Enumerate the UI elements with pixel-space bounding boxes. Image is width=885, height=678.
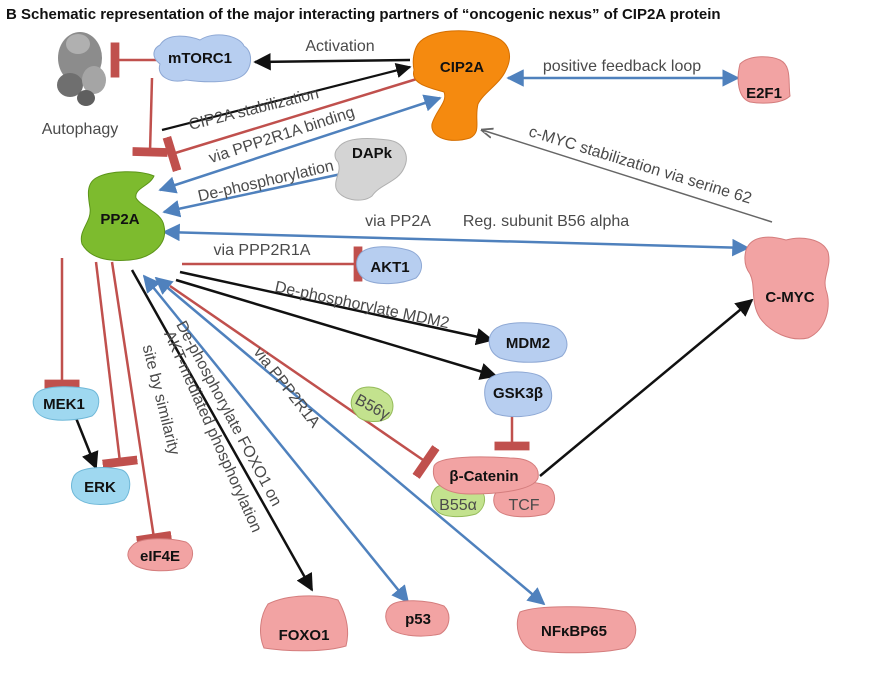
edge-pp2a-nfkb — [154, 276, 546, 606]
mek1-label: MEK1 — [43, 396, 85, 413]
foxo1-label: FOXO1 — [279, 627, 330, 644]
cip2a-label: CIP2A — [440, 59, 484, 76]
edge-pp2a-dephos-dapk — [162, 164, 362, 218]
edge-pp2a-cmyc — [162, 223, 750, 257]
b56g-node — [350, 386, 394, 422]
edge-mtorc1-inhibits-pp2a — [132, 77, 168, 157]
reg-subunit-label: Reg. subunit B56 alpha — [463, 213, 629, 230]
cip2a-node — [412, 30, 510, 141]
activation-label: Activation — [305, 38, 374, 55]
akt1-label: AKT1 — [370, 259, 409, 276]
pp2a-label: PP2A — [100, 211, 139, 228]
via-ppp2r1a-akt-label: via PPP2R1A — [214, 242, 311, 259]
autophagy-node — [57, 32, 106, 106]
erk-node — [71, 467, 131, 505]
eif4e-node — [127, 538, 193, 572]
via-pp2a-label: via PP2A — [365, 213, 431, 230]
edge-pp2a-inhibits-erk — [94, 261, 138, 469]
gsk3b-label: GSK3β — [493, 385, 543, 402]
edge-cip2a-activates-mtorc1 — [253, 53, 411, 71]
gsk3b-node — [484, 371, 553, 418]
edge-bcatenin-activates-cmyc — [539, 298, 754, 477]
mdm2-label: MDM2 — [506, 335, 550, 352]
edge-cmyc-stabilization — [482, 130, 773, 223]
edge-mek1-activates-erk — [74, 417, 99, 470]
nfkb-label: NFκBP65 — [541, 623, 607, 640]
bcatenin-node — [432, 456, 539, 495]
mek1-node — [32, 386, 100, 421]
foxo1-node — [260, 595, 349, 652]
erk-label: ERK — [84, 479, 116, 496]
akt1-node — [356, 246, 423, 285]
cmyc-node — [744, 236, 830, 340]
dapk-node — [334, 137, 407, 201]
autophagy-label: Autophagy — [42, 121, 119, 138]
e2f1-label: E2F1 — [746, 85, 782, 102]
cmyc-stabilization-label: c-MYC stabilization via serine 62 — [527, 123, 754, 207]
mdm2-node — [488, 322, 568, 363]
mtorc1-node — [153, 34, 251, 83]
nfkb-node — [516, 606, 637, 654]
pp2a-node — [80, 171, 166, 261]
p53-node — [385, 600, 450, 637]
cmyc-label: C-MYC — [765, 289, 814, 306]
bcatenin-label: β-Catenin — [449, 468, 518, 485]
edge-cmyc-stabilization-inner — [483, 131, 773, 225]
positive-feedback-label: positive feedback loop — [543, 58, 701, 75]
b55a-label: B55α — [439, 497, 477, 514]
tcf-label: TCF — [508, 497, 539, 514]
e2f1-node — [737, 56, 791, 104]
dapk-label: DAPk — [352, 145, 393, 162]
dephos-mdm2-label: De-phosphorylate MDM2 — [273, 279, 451, 333]
eif4e-label: eIF4E — [140, 548, 180, 565]
figure-title: B Schematic representation of the major … — [6, 6, 721, 23]
p53-label: p53 — [405, 611, 431, 628]
mtorc1-label: mTORC1 — [168, 50, 232, 67]
